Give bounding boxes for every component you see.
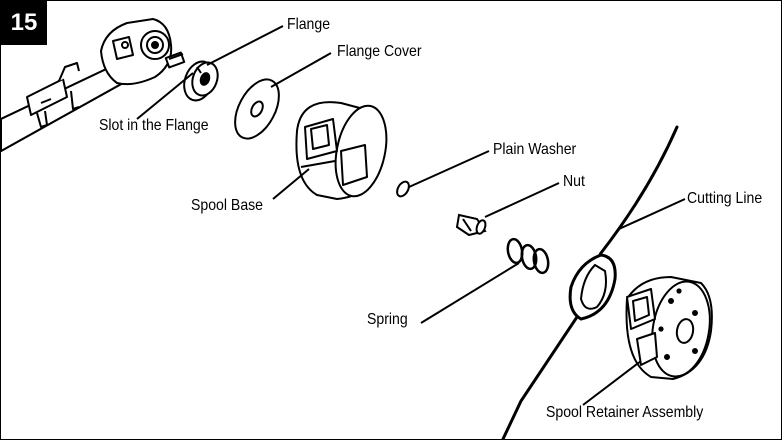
label-cutting-line: Cutting Line (687, 190, 763, 207)
label-spool-retainer-assembly: Spool Retainer Assembly (546, 404, 704, 421)
label-spool-base: Spool Base (191, 197, 264, 214)
spring-part (506, 237, 550, 275)
trimmer-shaft (1, 18, 186, 152)
label-flange-cover: Flange Cover (337, 43, 422, 60)
plain-washer-part (396, 180, 410, 198)
leader-lines (136, 25, 686, 406)
spool-retainer-assembly-part (625, 276, 713, 380)
flange-part (183, 60, 219, 102)
label-flange: Flange (287, 16, 331, 33)
label-plain-washer: Plain Washer (493, 141, 577, 158)
spool-base-part (295, 101, 388, 200)
label-slot-in-the-flange: Slot in the Flange (99, 117, 209, 134)
flange-cover-part (234, 78, 280, 140)
label-nut: Nut (563, 173, 585, 190)
figure-number: 15 (1, 1, 47, 45)
label-spring: Spring (367, 311, 408, 328)
cutting-line-part (501, 125, 679, 439)
nut-part (455, 213, 487, 237)
